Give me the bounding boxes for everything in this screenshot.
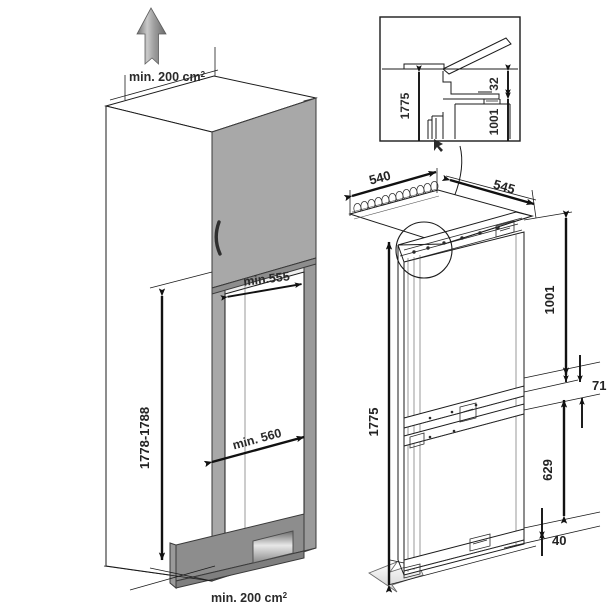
dimension-appliance-width: 545: [441, 174, 535, 206]
dimension-niche-height: 1778-1788: [137, 271, 213, 582]
label-ventilation-bottom: min. 200 cm2: [211, 591, 288, 605]
dimension-label-base-offset: 40: [552, 533, 566, 548]
dimension-label-appliance-depth: 540: [367, 168, 392, 188]
detail-circle-icon: [395, 221, 453, 279]
dimension-freezer-compartment-height: 629: [523, 393, 601, 529]
dimension-label-fridge-compartment-height: 1001: [542, 286, 557, 315]
dimension-label-niche-height: 1778-1788: [137, 407, 152, 469]
dimension-appliance-depth: 540: [343, 168, 437, 202]
dimension-label-appliance-width: 545: [492, 176, 517, 196]
dimension-label-detail-top-gap: 32: [487, 77, 501, 91]
dimension-fridge-compartment-height: 1001: [523, 210, 579, 393]
dimension-label-detail-fridge-height: 1001: [487, 108, 501, 135]
label-ventilation-top: min. 200 cm2: [129, 70, 206, 84]
hinge-detail-inset: 1775 32 1001: [379, 16, 521, 152]
plinth-vent-slot: [252, 530, 294, 564]
dimension-detail-top-gap: 32: [487, 64, 511, 97]
dimension-top-offset: 71: [523, 355, 606, 393]
dimension-base-offset: 40: [503, 508, 601, 556]
dimension-niche-depth: min.555: [220, 269, 302, 301]
dimension-detail-fridge-height: 1001: [487, 92, 511, 141]
dimension-label-detail-total-height: 1775: [398, 92, 412, 119]
dimension-label-freezer-compartment-height: 629: [540, 459, 555, 481]
dimension-total-height: 1775: [366, 241, 393, 593]
dimension-label-total-height: 1775: [366, 408, 381, 437]
left-cabinet-view: 1778-1788 min.555 min. 560 min. 200 cm2 …: [103, 7, 424, 605]
dimension-label-niche-depth: min.555: [243, 269, 291, 289]
cursor-arrow-icon: [434, 139, 443, 152]
dimension-detail-total-height: 1775: [398, 65, 422, 141]
right-appliance-view: 540 545 1001 1775: [343, 168, 606, 593]
arrow-up-icon: [136, 7, 167, 65]
door-handle-icon: [214, 220, 222, 256]
dimension-label-top-offset: 71: [592, 378, 606, 393]
